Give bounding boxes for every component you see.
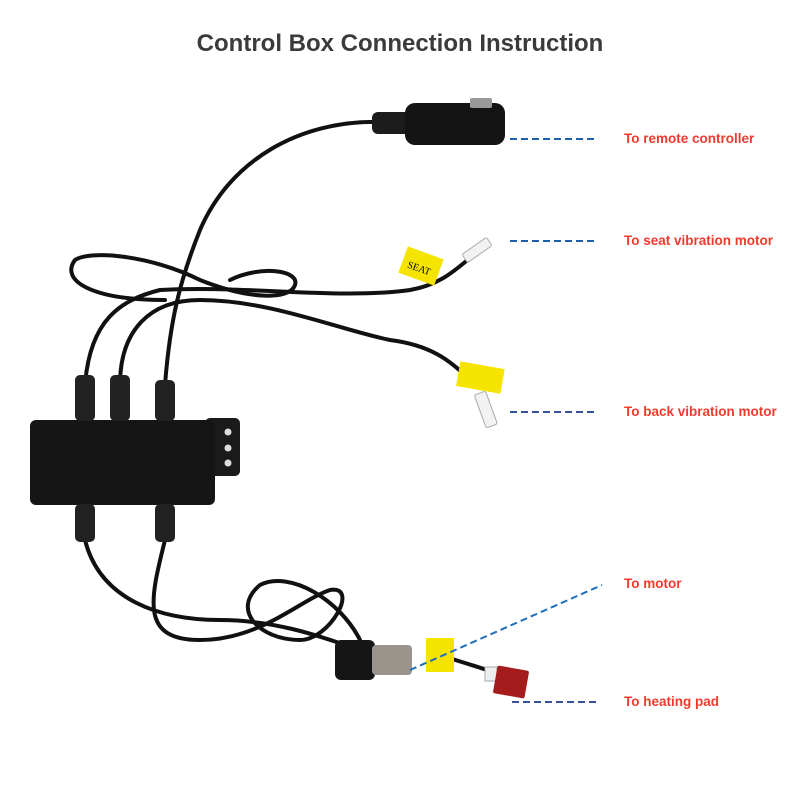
label-heating-pad: To heating pad [624,694,719,709]
motor-connector [335,638,454,680]
label-back-vibration-motor: To back vibration motor [624,404,777,419]
leader-line-motor [409,584,603,671]
heating-pad-connector [484,665,529,699]
loop-cable [69,253,298,302]
back-cable [118,297,472,387]
label-seat-vibration-motor: To seat vibration motor [624,233,774,248]
page-title: Control Box Connection Instruction [196,30,604,57]
remote-cable [163,119,382,387]
label-motor: To motor [624,576,682,591]
leader-lines [409,138,603,703]
bracket-hole [224,444,232,452]
seat-connector: SEAT [398,237,492,286]
remote-controller-connector [372,98,505,145]
control-box [30,420,215,505]
bracket-hole [224,428,232,436]
bracket-hole [224,459,232,467]
strain-relief-connectors [75,375,175,542]
loop-cable-2 [151,538,362,643]
back-connector [456,361,505,428]
label-remote-controller: To remote controller [624,131,755,146]
back-tag [456,361,505,394]
cables [69,119,502,677]
motor-cable [83,538,362,652]
motor-tag [426,638,454,672]
seat-tag [398,246,444,286]
